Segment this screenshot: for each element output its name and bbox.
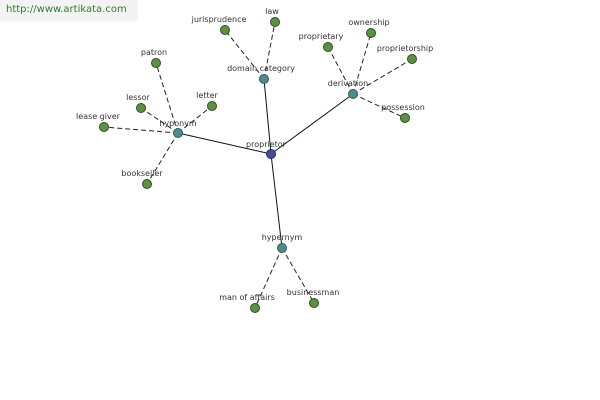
leaf-node[interactable] xyxy=(400,113,410,123)
source-link[interactable]: http://www.artikata.com xyxy=(6,4,127,15)
edge-derivation-leaf xyxy=(352,32,372,95)
relation-label-domain-category[interactable]: domain category xyxy=(227,64,295,73)
edge-derivation-leaf xyxy=(327,46,354,95)
leaf-node[interactable] xyxy=(323,42,333,52)
leaf-node[interactable] xyxy=(250,303,260,313)
edge-center-derivation xyxy=(270,93,354,155)
leaf-label[interactable]: law xyxy=(265,7,279,16)
source-banner: http://www.artikata.com xyxy=(0,0,138,21)
edge-domain-category-leaf xyxy=(224,29,265,80)
leaf-label[interactable]: lease giver xyxy=(76,112,121,121)
leaf-label[interactable]: possession xyxy=(381,103,425,112)
edge-hyponym-leaf xyxy=(146,132,179,185)
edge-hyponym-leaf xyxy=(103,126,179,134)
leaf-node[interactable] xyxy=(151,58,161,68)
relation-node-hyponym[interactable] xyxy=(173,128,183,138)
leaf-label[interactable]: patron xyxy=(141,48,167,57)
edge-hyponym-leaf xyxy=(177,105,213,134)
relation-label-hypernym[interactable]: hypernym xyxy=(262,233,303,242)
leaf-node[interactable] xyxy=(207,101,217,111)
leaf-node[interactable] xyxy=(136,103,146,113)
relation-label-hyponym[interactable]: hyponym xyxy=(159,119,197,128)
edge-hypernym-leaf xyxy=(281,247,315,304)
leaf-label[interactable]: man of affairs xyxy=(219,293,275,302)
edge-hyponym-leaf xyxy=(155,62,179,134)
leaf-label[interactable]: jurisprudence xyxy=(191,15,247,24)
leaf-label[interactable]: ownership xyxy=(348,18,389,27)
edge-center-hyponym xyxy=(177,132,272,155)
center-node[interactable] xyxy=(266,149,276,159)
leaf-label[interactable]: letter xyxy=(196,91,218,100)
edge-derivation-leaf xyxy=(352,58,413,95)
edge-domain-category-leaf xyxy=(263,21,276,80)
leaf-label[interactable]: lessor xyxy=(126,93,150,102)
center-label[interactable]: proprietor xyxy=(246,140,287,149)
graph-edges xyxy=(103,21,413,309)
graph-nodes xyxy=(99,17,417,313)
edge-center-hypernym xyxy=(270,153,283,249)
leaf-label[interactable]: bookseller xyxy=(121,169,163,178)
leaf-label[interactable]: proprietorship xyxy=(377,44,433,53)
leaf-node[interactable] xyxy=(366,28,376,38)
leaf-node[interactable] xyxy=(220,25,230,35)
leaf-node[interactable] xyxy=(99,122,109,132)
leaf-label[interactable]: businessman xyxy=(287,288,340,297)
edge-hypernym-leaf xyxy=(254,247,283,309)
leaf-node[interactable] xyxy=(142,179,152,189)
edge-center-domain-category xyxy=(263,78,272,155)
leaf-label[interactable]: proprietary xyxy=(299,32,344,41)
graph-labels: patron lessor letter lease giver bookseller j… xyxy=(76,7,433,302)
edge-derivation-leaf xyxy=(352,93,406,119)
leaf-node[interactable] xyxy=(309,298,319,308)
relation-node-derivation[interactable] xyxy=(348,89,358,99)
leaf-node[interactable] xyxy=(407,54,417,64)
relation-node-domain-category[interactable] xyxy=(259,74,269,84)
relation-label-derivation[interactable]: derivation xyxy=(328,79,368,88)
leaf-node[interactable] xyxy=(270,17,280,27)
relation-node-hypernym[interactable] xyxy=(277,243,287,253)
